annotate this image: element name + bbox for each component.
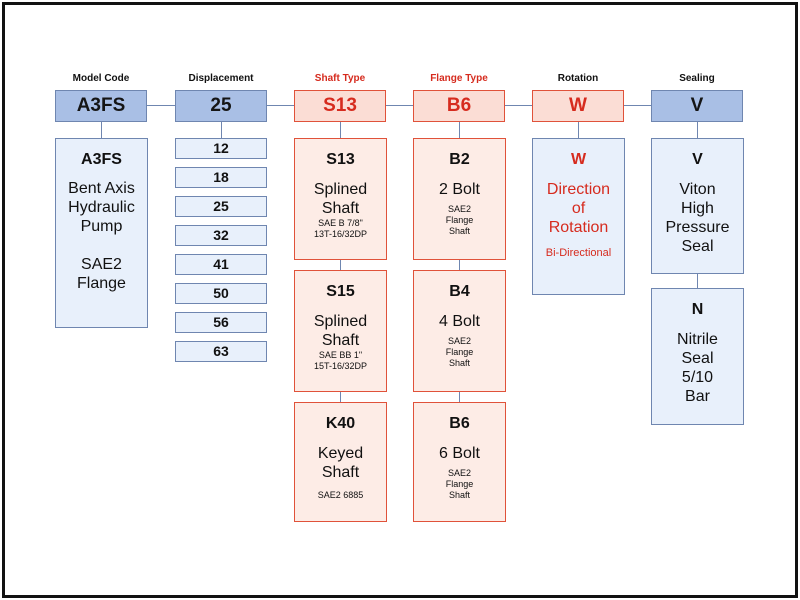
flange-option-code: B6	[449, 415, 470, 432]
sealing-option-desc: 5/10	[681, 369, 714, 386]
flange-option-detail: Flange	[445, 215, 474, 225]
label-rotation: Rotation	[557, 73, 599, 84]
shaft-option-desc: Shaft	[321, 332, 360, 349]
model-card-desc-6: Flange	[77, 275, 126, 292]
connector-model	[101, 122, 102, 138]
sealing-option-code: N	[691, 301, 704, 318]
shaft-option-desc: Splined	[313, 313, 368, 330]
sealing-option-desc: Seal	[681, 238, 714, 255]
displacement-option: 50	[175, 283, 267, 304]
code-displacement: 25	[175, 90, 267, 122]
flange-option-desc: 2 Bolt	[439, 181, 480, 198]
rotation-card-detail: Bi-Directional	[545, 247, 612, 259]
flange-option-detail: SAE2	[447, 336, 471, 346]
shaft-option-code: S15	[326, 283, 355, 300]
flange-option-detail: Shaft	[448, 358, 470, 368]
sealing-option-desc: Seal	[681, 350, 714, 367]
model-card-code: A3FS	[81, 151, 122, 168]
displacement-option: 18	[175, 167, 267, 188]
shaft-option-code: S13	[326, 151, 355, 168]
displacement-option: 41	[175, 254, 267, 275]
connector-sealing-1-2	[697, 274, 698, 288]
shaft-option-code: K40	[325, 415, 356, 432]
label-flange-type: Flange Type	[430, 73, 488, 84]
sealing-option-code: V	[692, 151, 703, 168]
model-card: A3FS Bent Axis Hydraulic Pump SAE2 Flang…	[55, 138, 148, 328]
flange-option-detail: SAE2	[447, 468, 471, 478]
model-card-spacer	[56, 236, 147, 255]
code-sealing: V	[651, 90, 743, 122]
connector-flange	[459, 122, 460, 138]
displacement-option: 32	[175, 225, 267, 246]
model-card-desc-5: SAE2	[81, 256, 122, 273]
displacement-option: 12	[175, 138, 267, 159]
rotation-card-code: W	[570, 151, 587, 168]
connector-shaft-2-3	[340, 392, 341, 402]
code-flange: B6	[413, 90, 505, 122]
flange-option-detail: Shaft	[448, 226, 470, 236]
shaft-option-card: S13 Splined Shaft SAE B 7/8" 13T-16/32DP	[294, 138, 387, 260]
connector-shaft	[340, 122, 341, 138]
displacement-option: 63	[175, 341, 267, 362]
shaft-option-card: K40 Keyed Shaft SAE2 6885	[294, 402, 387, 522]
shaft-option-detail: 15T-16/32DP	[313, 361, 368, 371]
shaft-option-detail: SAE B 7/8"	[318, 218, 363, 228]
label-displacement: Displacement	[188, 73, 254, 84]
shaft-option-detail: SAE2 6885	[317, 490, 364, 500]
shaft-option-detail: 13T-16/32DP	[313, 229, 368, 239]
rotation-card: W Direction of Rotation Bi-Directional	[532, 138, 625, 295]
sealing-option-desc: Bar	[685, 388, 710, 405]
connector-rotation	[578, 122, 579, 138]
label-sealing: Sealing	[679, 73, 715, 84]
shaft-option-desc: Shaft	[321, 464, 360, 481]
header-connector	[147, 105, 652, 106]
code-model: A3FS	[55, 90, 147, 122]
code-rotation: W	[532, 90, 624, 122]
rotation-card-desc: of	[571, 200, 586, 217]
connector-sealing	[697, 122, 698, 138]
shaft-option-card: S15 Splined Shaft SAE BB 1" 15T-16/32DP	[294, 270, 387, 392]
label-shaft-type: Shaft Type	[314, 73, 366, 84]
rotation-card-desc: Rotation	[548, 219, 609, 236]
shaft-option-desc: Shaft	[321, 200, 360, 217]
displacement-option: 56	[175, 312, 267, 333]
model-card-desc-2: Hydraulic	[68, 199, 135, 216]
displacement-option: 25	[175, 196, 267, 217]
flange-option-card: B6 6 Bolt SAE2 Flange Shaft	[413, 402, 506, 522]
sealing-option-card: N Nitrile Seal 5/10 Bar	[651, 288, 744, 425]
connector-shaft-1-2	[340, 260, 341, 270]
code-shaft: S13	[294, 90, 386, 122]
flange-option-desc: 6 Bolt	[439, 445, 480, 462]
model-card-desc-1: Bent Axis	[68, 180, 135, 197]
sealing-option-desc: Nitrile	[677, 331, 718, 348]
flange-option-detail: Flange	[445, 347, 474, 357]
flange-option-detail: Shaft	[448, 490, 470, 500]
flange-option-card: B2 2 Bolt SAE2 Flange Shaft	[413, 138, 506, 260]
flange-option-detail: SAE2	[447, 204, 471, 214]
flange-option-detail: Flange	[445, 479, 474, 489]
sealing-option-desc: Viton	[679, 181, 716, 198]
flange-option-desc: 4 Bolt	[439, 313, 480, 330]
connector-flange-1-2	[459, 260, 460, 270]
sealing-option-desc: Pressure	[665, 219, 730, 236]
sealing-option-desc: High	[681, 200, 714, 217]
flange-option-card: B4 4 Bolt SAE2 Flange Shaft	[413, 270, 506, 392]
flange-option-code: B2	[449, 151, 470, 168]
shaft-option-detail: SAE BB 1"	[318, 350, 363, 360]
connector-flange-2-3	[459, 392, 460, 402]
shaft-option-desc: Splined	[313, 181, 368, 198]
connector-displacement	[221, 122, 222, 138]
model-card-desc-3: Pump	[80, 218, 123, 235]
shaft-option-desc: Keyed	[317, 445, 364, 462]
rotation-card-desc: Direction	[546, 181, 611, 198]
flange-option-code: B4	[449, 283, 470, 300]
label-model-code: Model Code	[72, 73, 130, 84]
sealing-option-card: V Viton High Pressure Seal	[651, 138, 744, 274]
